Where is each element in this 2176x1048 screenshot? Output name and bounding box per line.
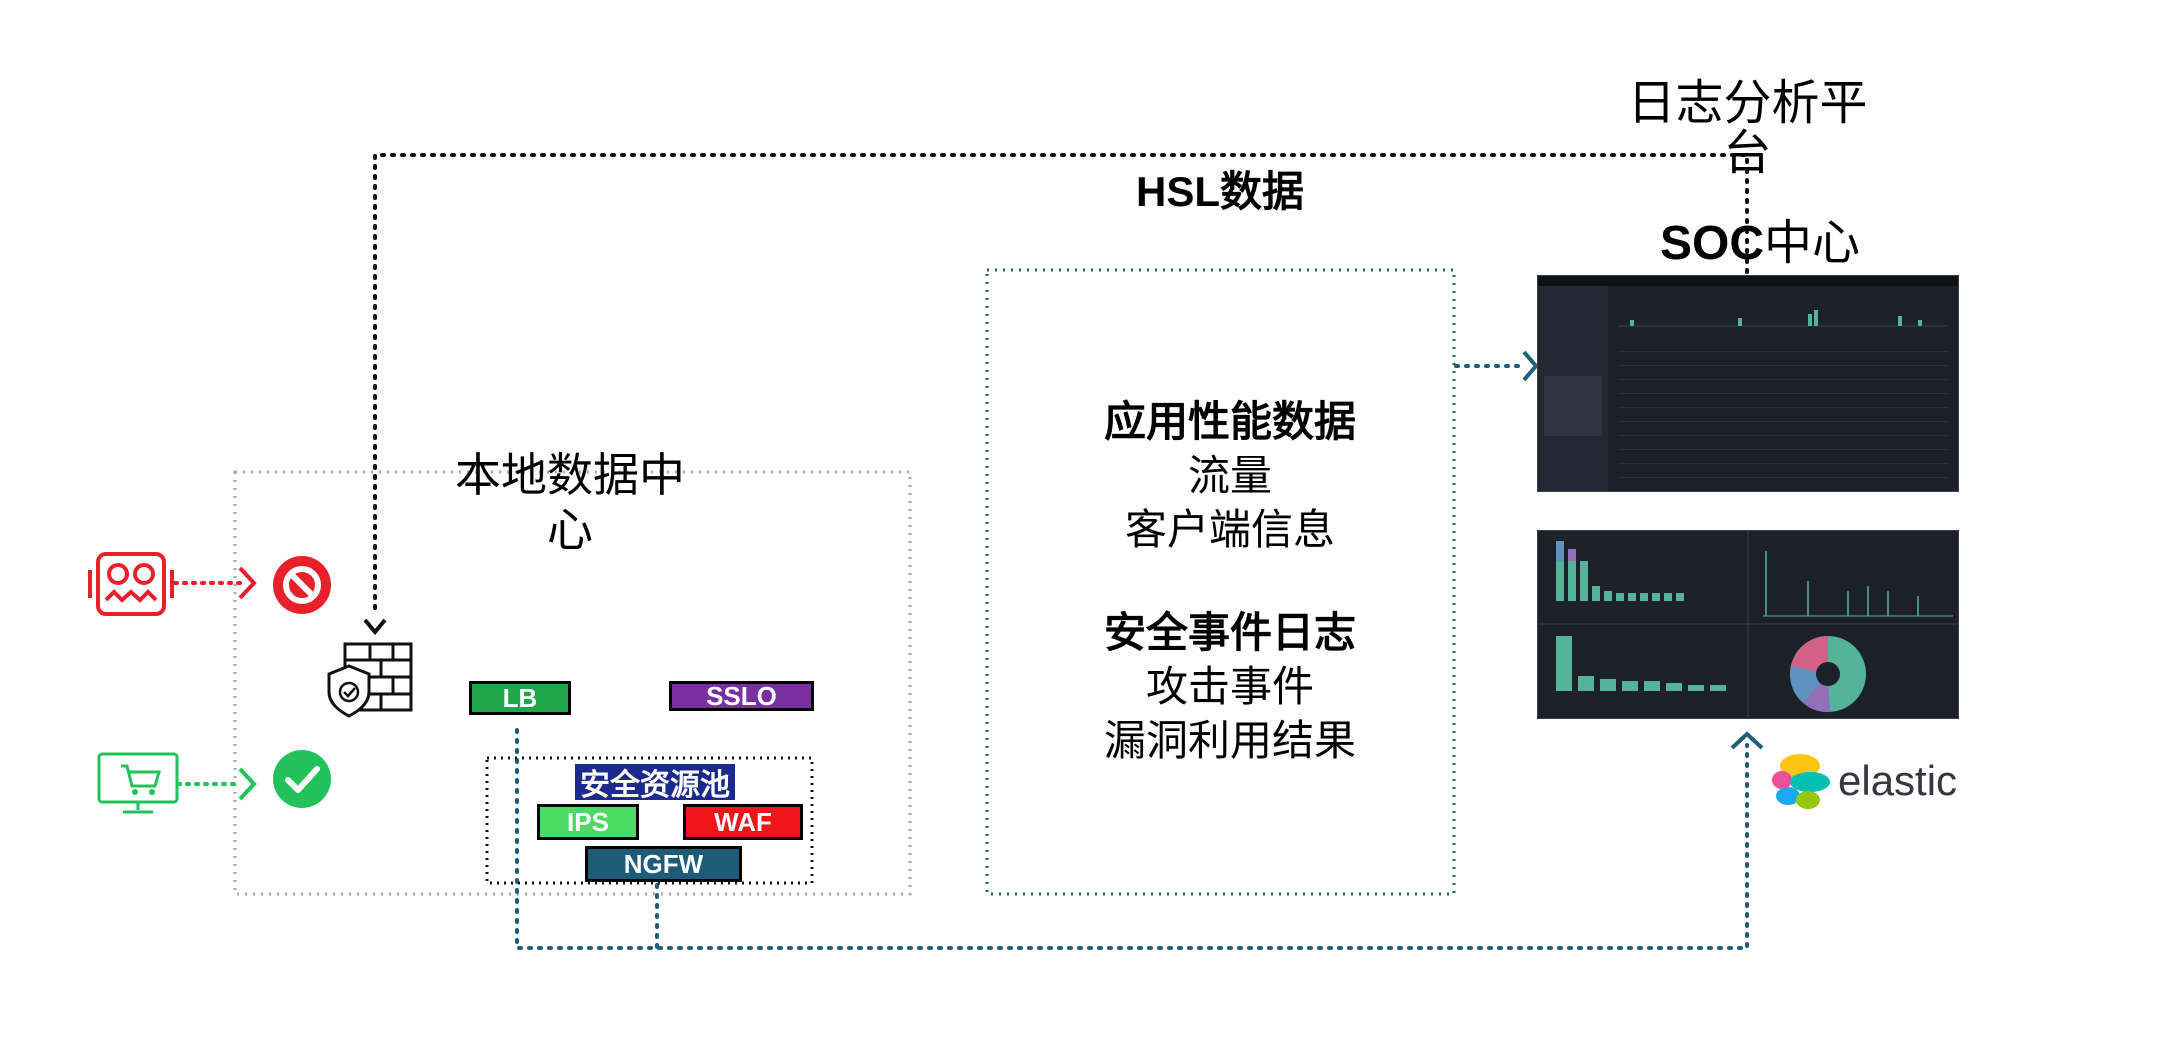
sec-item: 漏洞利用结果: [1103, 715, 1356, 765]
security-pool-title: 安全资源池: [575, 764, 735, 802]
sec-heading: 安全事件日志: [1103, 608, 1356, 658]
kibana-discover-screenshot: [1537, 275, 1959, 492]
sslo-box: SSLO: [669, 681, 814, 711]
local-dc-title: 本地数据中心: [455, 448, 685, 558]
local-dc-border: [233, 470, 912, 896]
perf-heading: 应用性能数据: [1103, 397, 1356, 446]
waf-box: WAF: [683, 804, 803, 840]
device-to-elastic-line: [515, 728, 1749, 950]
ngfw-box: NGFW: [585, 846, 742, 882]
lb-box: LB: [469, 681, 571, 715]
check-icon: [272, 749, 332, 809]
shopping-cart-monitor-icon: [97, 752, 179, 816]
hsl-to-soc-arrow: [1522, 350, 1539, 382]
elastic-arrow: [1730, 731, 1764, 750]
security-pool-border: [485, 756, 814, 885]
attacker-icon: [88, 552, 174, 616]
hsl-title: HSL数据: [1135, 168, 1304, 215]
soc-title: SOC中心: [1659, 215, 1861, 271]
ips-box: IPS: [537, 804, 639, 840]
firewall-shield-icon: [325, 640, 415, 720]
sec-item: 攻击事件: [1145, 662, 1314, 711]
hsl-content: 应用性能数据 流量 客户端信息 安全事件日志 攻击事件 漏洞利用结果: [1040, 395, 1420, 768]
elastic-logo: [1770, 752, 1834, 812]
feedback-line: [373, 153, 1749, 617]
perf-item: 客户端信息: [1124, 504, 1335, 554]
hsl-border: [985, 268, 1456, 896]
elastic-wordmark: elastic: [1838, 757, 1958, 804]
feedback-arrow: [363, 618, 387, 636]
kibana-dashboard-screenshot: [1537, 530, 1959, 719]
log-platform-title: 日志分析平台: [1627, 75, 1868, 182]
perf-item: 流量: [1187, 450, 1272, 500]
block-icon: [272, 555, 332, 615]
